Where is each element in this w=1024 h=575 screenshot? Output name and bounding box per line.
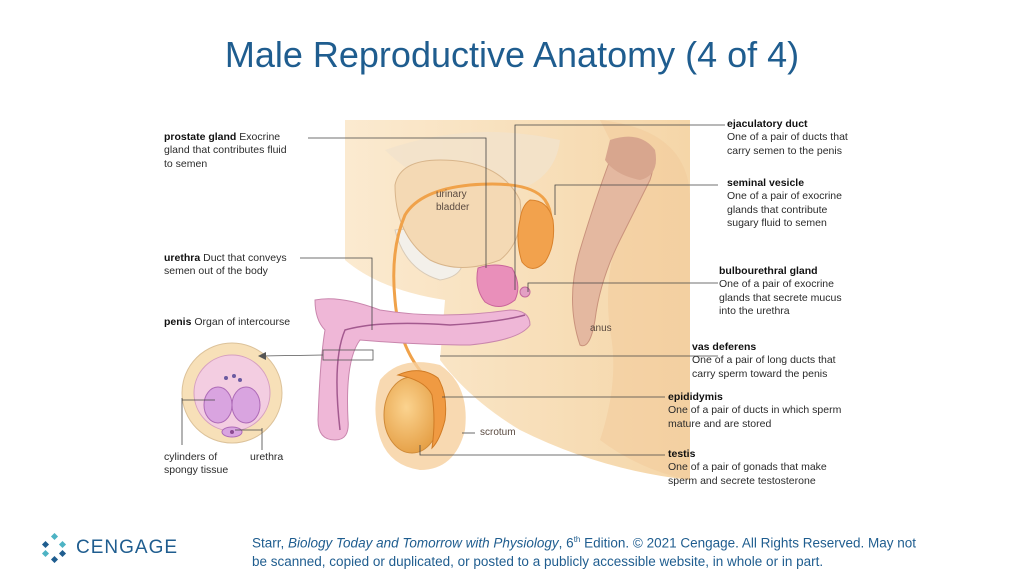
desc-ejaculatory-2: carry semen to the penis	[727, 144, 842, 157]
urinary-bladder	[394, 159, 522, 268]
label-urethra-cs: urethra	[250, 451, 284, 463]
scrotum-label: scrotum	[480, 427, 516, 438]
desc-prostate-3: to semen	[164, 157, 208, 170]
bulbourethral-gland	[519, 286, 531, 298]
desc-vas-1: One of a pair of long ducts that	[692, 354, 836, 367]
desc-seminal-1: One of a pair of exocrine	[727, 190, 842, 203]
term-prostate: prostate gland	[164, 131, 237, 143]
term-bulbourethral: bulbourethral gland	[719, 265, 818, 277]
desc-urethra-1: Duct that conveys	[203, 252, 287, 264]
cylinder-left	[203, 386, 233, 424]
label-cylinders: cylinders of spongy tissue	[164, 451, 228, 478]
cross-section-inner	[193, 354, 271, 432]
seminal-vesicle	[517, 199, 555, 269]
label-bulbourethral: bulbourethral gland One of a pair of exo…	[719, 265, 842, 318]
desc-prostate-1: Exocrine	[239, 131, 281, 143]
label-ejaculatory: ejaculatory duct One of a pair of ducts …	[727, 118, 848, 158]
footer-line2: be scanned, copied or duplicated, or pos…	[252, 553, 824, 569]
desc-seminal-2: glands that contribute	[727, 203, 828, 216]
label-prostate: prostate gland Exocrine gland that contr…	[164, 131, 314, 171]
footer-rest: Edition. © 2021 Cengage. All Rights Rese…	[580, 535, 916, 551]
label-penis: penis Organ of intercourse	[164, 316, 314, 329]
desc-testis-2: sperm and secrete testosterone	[668, 474, 816, 487]
page-title: Male Reproductive Anatomy (4 of 4)	[224, 34, 800, 75]
leader-lines	[181, 124, 725, 456]
desc-epididymis-2: mature and are stored	[668, 417, 772, 430]
desc-cylinders-1: cylinders of	[164, 451, 218, 463]
desc-vas-2: carry sperm toward the penis	[692, 367, 828, 380]
epididymis	[396, 370, 447, 450]
footer-book-title: Biology Today and Tomorrow with Physiolo…	[288, 535, 559, 551]
term-penis: penis	[164, 316, 192, 328]
bladder-label-2: bladder	[436, 202, 470, 213]
prostate-gland	[476, 264, 519, 307]
bladder-label-1: urinary	[436, 189, 467, 200]
footer-edition: , 6	[558, 535, 574, 551]
label-vas: vas deferens One of a pair of long ducts…	[692, 341, 836, 381]
section-pointer	[261, 354, 324, 357]
desc-seminal-3: sugary fluid to semen	[727, 216, 827, 229]
rectum	[572, 138, 654, 347]
cengage-logo-icon	[41, 533, 67, 563]
desc-testis-1: One of a pair of gonads that make	[668, 461, 827, 474]
label-seminal: seminal vesicle One of a pair of exocrin…	[727, 177, 842, 230]
section-arrow	[258, 352, 266, 360]
desc-bulbourethral-3: into the urethra	[719, 304, 790, 317]
cs-vessel-3	[238, 378, 242, 382]
desc-ejaculatory-1: One of a pair of ducts that	[727, 131, 848, 144]
desc-bulbourethral-2: glands that secrete mucus	[719, 291, 842, 304]
copyright-footer: Starr, Biology Today and Tomorrow with P…	[252, 531, 1002, 571]
label-epididymis: epididymis One of a pair of ducts in whi…	[668, 391, 841, 431]
desc-cylinders-2: spongy tissue	[164, 464, 229, 477]
desc-bulbourethral-1: One of a pair of exocrine	[719, 278, 834, 291]
colon-top	[605, 136, 656, 180]
footer-edition-sup: th	[573, 535, 581, 544]
term-ejaculatory: ejaculatory duct	[727, 118, 808, 130]
term-testis: testis	[668, 448, 696, 460]
term-urethra: urethra	[164, 252, 201, 264]
urethra-path	[336, 314, 526, 431]
cs-vessel-2	[232, 374, 236, 378]
label-urethra: urethra Duct that conveys semen out of t…	[164, 252, 314, 279]
desc-urethra-2: semen out of the body	[164, 265, 268, 278]
term-seminal: seminal vesicle	[727, 177, 805, 189]
term-vas: vas deferens	[692, 341, 757, 353]
label-testis: testis One of a pair of gonads that make…	[668, 448, 827, 488]
anus-label: anus	[590, 323, 612, 334]
cylinder-right	[231, 386, 261, 424]
penis-shaft	[314, 298, 531, 441]
cs-vessel-1	[224, 376, 228, 380]
desc-epididymis-1: One of a pair of ducts in which sperm	[668, 404, 842, 417]
term-epididymis: epididymis	[668, 391, 723, 403]
cs-urethra	[230, 430, 234, 434]
footer-prefix: Starr,	[252, 535, 289, 551]
cengage-logo-text: CENGAGE	[76, 537, 179, 558]
cengage-logo: CENGAGE	[40, 533, 178, 563]
back-region	[600, 120, 690, 480]
desc-penis-1: Organ of intercourse	[194, 316, 291, 328]
desc-prostate-2: gland that contributes fluid	[164, 144, 287, 157]
